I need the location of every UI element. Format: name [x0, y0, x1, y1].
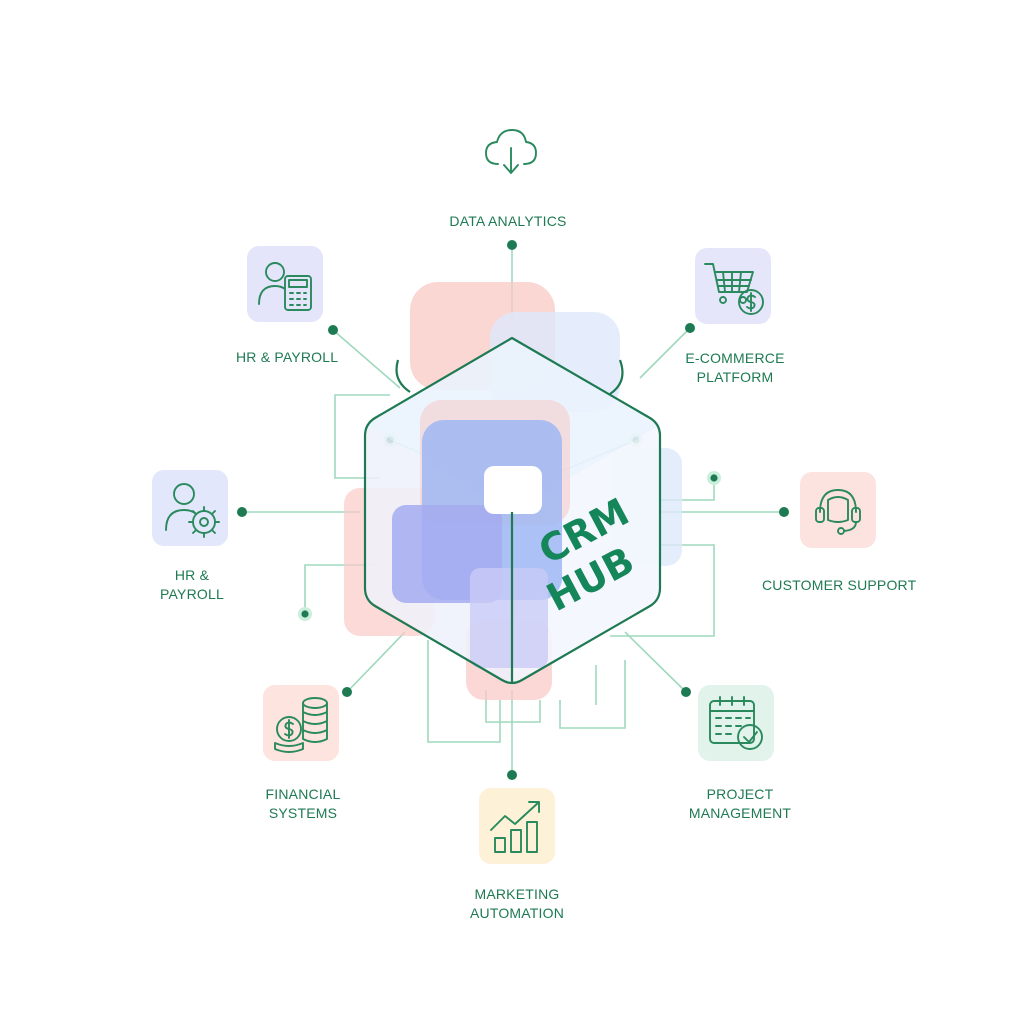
label-customer-support: CUSTOMER SUPPORT — [762, 577, 917, 593]
shopping-cart-dollar-icon — [704, 263, 764, 315]
tile-ecommerce[interactable] — [695, 248, 771, 324]
tile-data-analytics[interactable] — [472, 112, 548, 188]
tile-customer-support[interactable] — [800, 472, 876, 548]
label-hr-payroll: HR & PAYROLL — [236, 349, 339, 365]
coin-stack-icon — [274, 697, 328, 753]
tile-marketing-automation[interactable] — [479, 788, 555, 864]
person-gear-icon — [165, 483, 220, 538]
label-hr-payroll-2: HR & PAYROLL — [160, 567, 224, 602]
tile-project-management[interactable] — [698, 685, 774, 761]
label-data-analytics: DATA ANALYTICS — [449, 213, 567, 229]
label-project-management: PROJECT MANAGEMENT — [688, 786, 792, 821]
label-marketing-automation: MARKETING AUTOMATION — [469, 886, 565, 921]
tile-financial-systems[interactable] — [263, 685, 339, 761]
growth-chart-icon — [490, 801, 540, 853]
label-ecommerce: E-COMMERCE PLATFORM — [685, 350, 785, 385]
cloud-download-icon — [485, 129, 537, 174]
calendar-check-icon — [709, 696, 763, 750]
label-financial-systems: FINANCIAL SYSTEMS — [265, 786, 341, 821]
headset-icon — [815, 489, 861, 535]
tile-hr-payroll-2[interactable] — [152, 470, 228, 546]
tile-hr-payroll[interactable] — [247, 246, 323, 322]
person-calculator-icon — [258, 262, 312, 311]
